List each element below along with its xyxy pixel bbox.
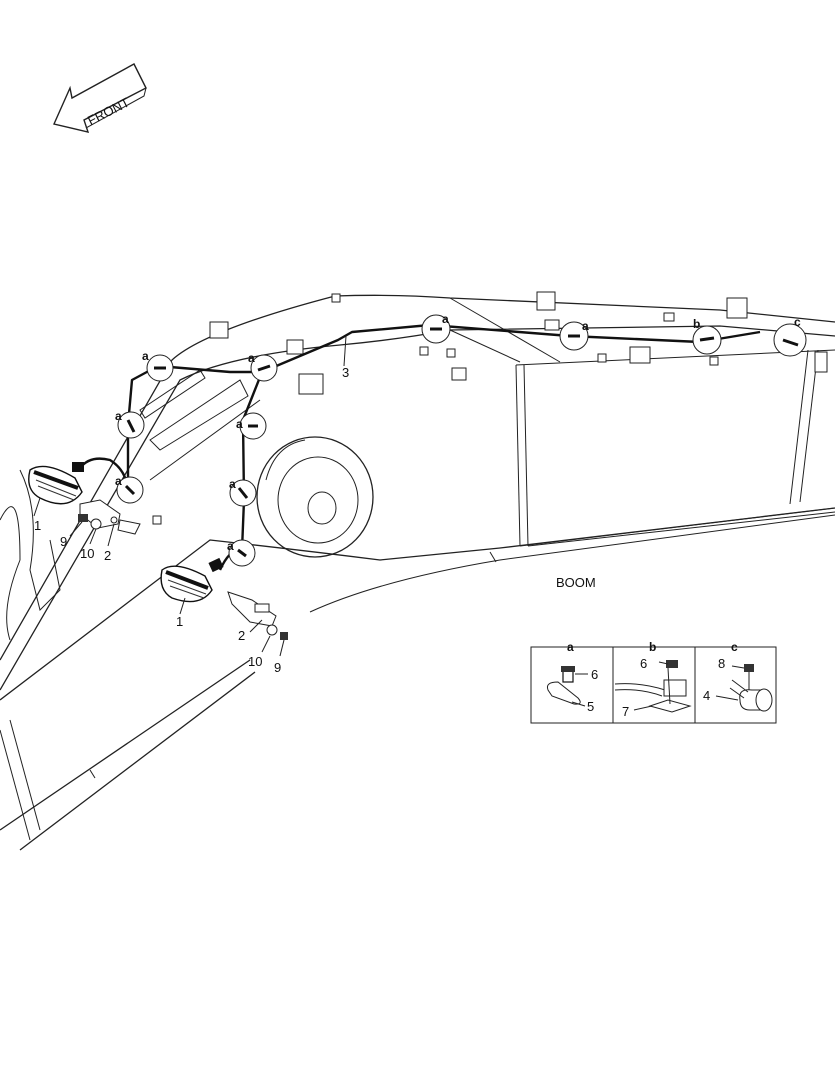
detail-panels: a 6 5 b 6 7 c xyxy=(530,640,777,724)
detail-panel-c: c 8 4 xyxy=(703,640,773,712)
callout-lamp-left: 1 xyxy=(34,518,41,533)
work-lamp-right: 1 xyxy=(160,565,213,629)
callout-bracket-right: 2 xyxy=(238,628,245,643)
washer-right-icon xyxy=(266,624,278,636)
svg-text:6: 6 xyxy=(640,656,647,671)
clamp-a-8: a xyxy=(421,312,451,344)
svg-text:a: a xyxy=(567,640,574,654)
svg-text:a: a xyxy=(582,319,589,333)
callout-harness: 3 xyxy=(342,365,349,380)
svg-text:c: c xyxy=(794,315,801,329)
callout-bolt-left: 9 xyxy=(60,534,67,549)
clamp-a-6: a xyxy=(229,477,257,507)
svg-text:6: 6 xyxy=(591,667,598,682)
detail-panel-a: a 6 5 xyxy=(531,640,613,714)
clamp-a-5: a xyxy=(236,412,267,440)
svg-text:a: a xyxy=(115,474,122,488)
clamp-a-2: a xyxy=(115,409,145,439)
clamp-b: b xyxy=(692,317,722,355)
bolt-left-icon xyxy=(78,514,88,522)
clamp-a-1: a xyxy=(142,349,174,382)
clamp-a-9: a xyxy=(559,319,589,351)
svg-text:b: b xyxy=(693,317,700,331)
clamp-a-3: a xyxy=(115,474,144,504)
clamp-a-7: a xyxy=(227,539,256,567)
svg-text:8: 8 xyxy=(718,656,725,671)
callout-bracket-left: 2 xyxy=(104,548,111,563)
svg-text:a: a xyxy=(227,539,234,553)
svg-text:a: a xyxy=(442,312,449,326)
diagram-title: BOOM xyxy=(556,575,596,590)
work-lamp-left: 1 xyxy=(28,465,83,533)
bolt-right-icon xyxy=(280,632,288,640)
clamp-a-4: a xyxy=(248,351,278,382)
callout-bolt-right: 9 xyxy=(274,660,281,675)
mounting-blocks xyxy=(152,291,828,525)
svg-text:7: 7 xyxy=(622,704,629,719)
svg-text:a: a xyxy=(142,349,149,363)
detail-panel-b: b 6 7 xyxy=(614,640,692,719)
svg-text:a: a xyxy=(236,417,243,431)
front-arrow-icon: FRONT xyxy=(53,63,147,133)
callout-washer-right: 10 xyxy=(248,654,262,669)
svg-text:a: a xyxy=(115,409,122,423)
wiring-harness xyxy=(72,323,761,573)
washer-left-icon xyxy=(90,518,102,530)
svg-text:4: 4 xyxy=(703,688,710,703)
svg-text:5: 5 xyxy=(587,699,594,714)
lamp-bracket-right: 2 10 9 xyxy=(227,591,288,675)
svg-text:b: b xyxy=(649,640,656,654)
lamp-bracket-left: 2 9 10 xyxy=(60,499,141,563)
callout-lamp-right: 1 xyxy=(176,614,183,629)
clamp-markers: a a a a a a a a a b c xyxy=(115,312,807,567)
clamp-c: c xyxy=(773,315,807,357)
callout-washer-left: 10 xyxy=(80,546,94,561)
boom-structure xyxy=(0,294,835,851)
svg-text:a: a xyxy=(248,351,255,365)
svg-text:c: c xyxy=(731,640,738,654)
svg-text:a: a xyxy=(229,477,236,491)
